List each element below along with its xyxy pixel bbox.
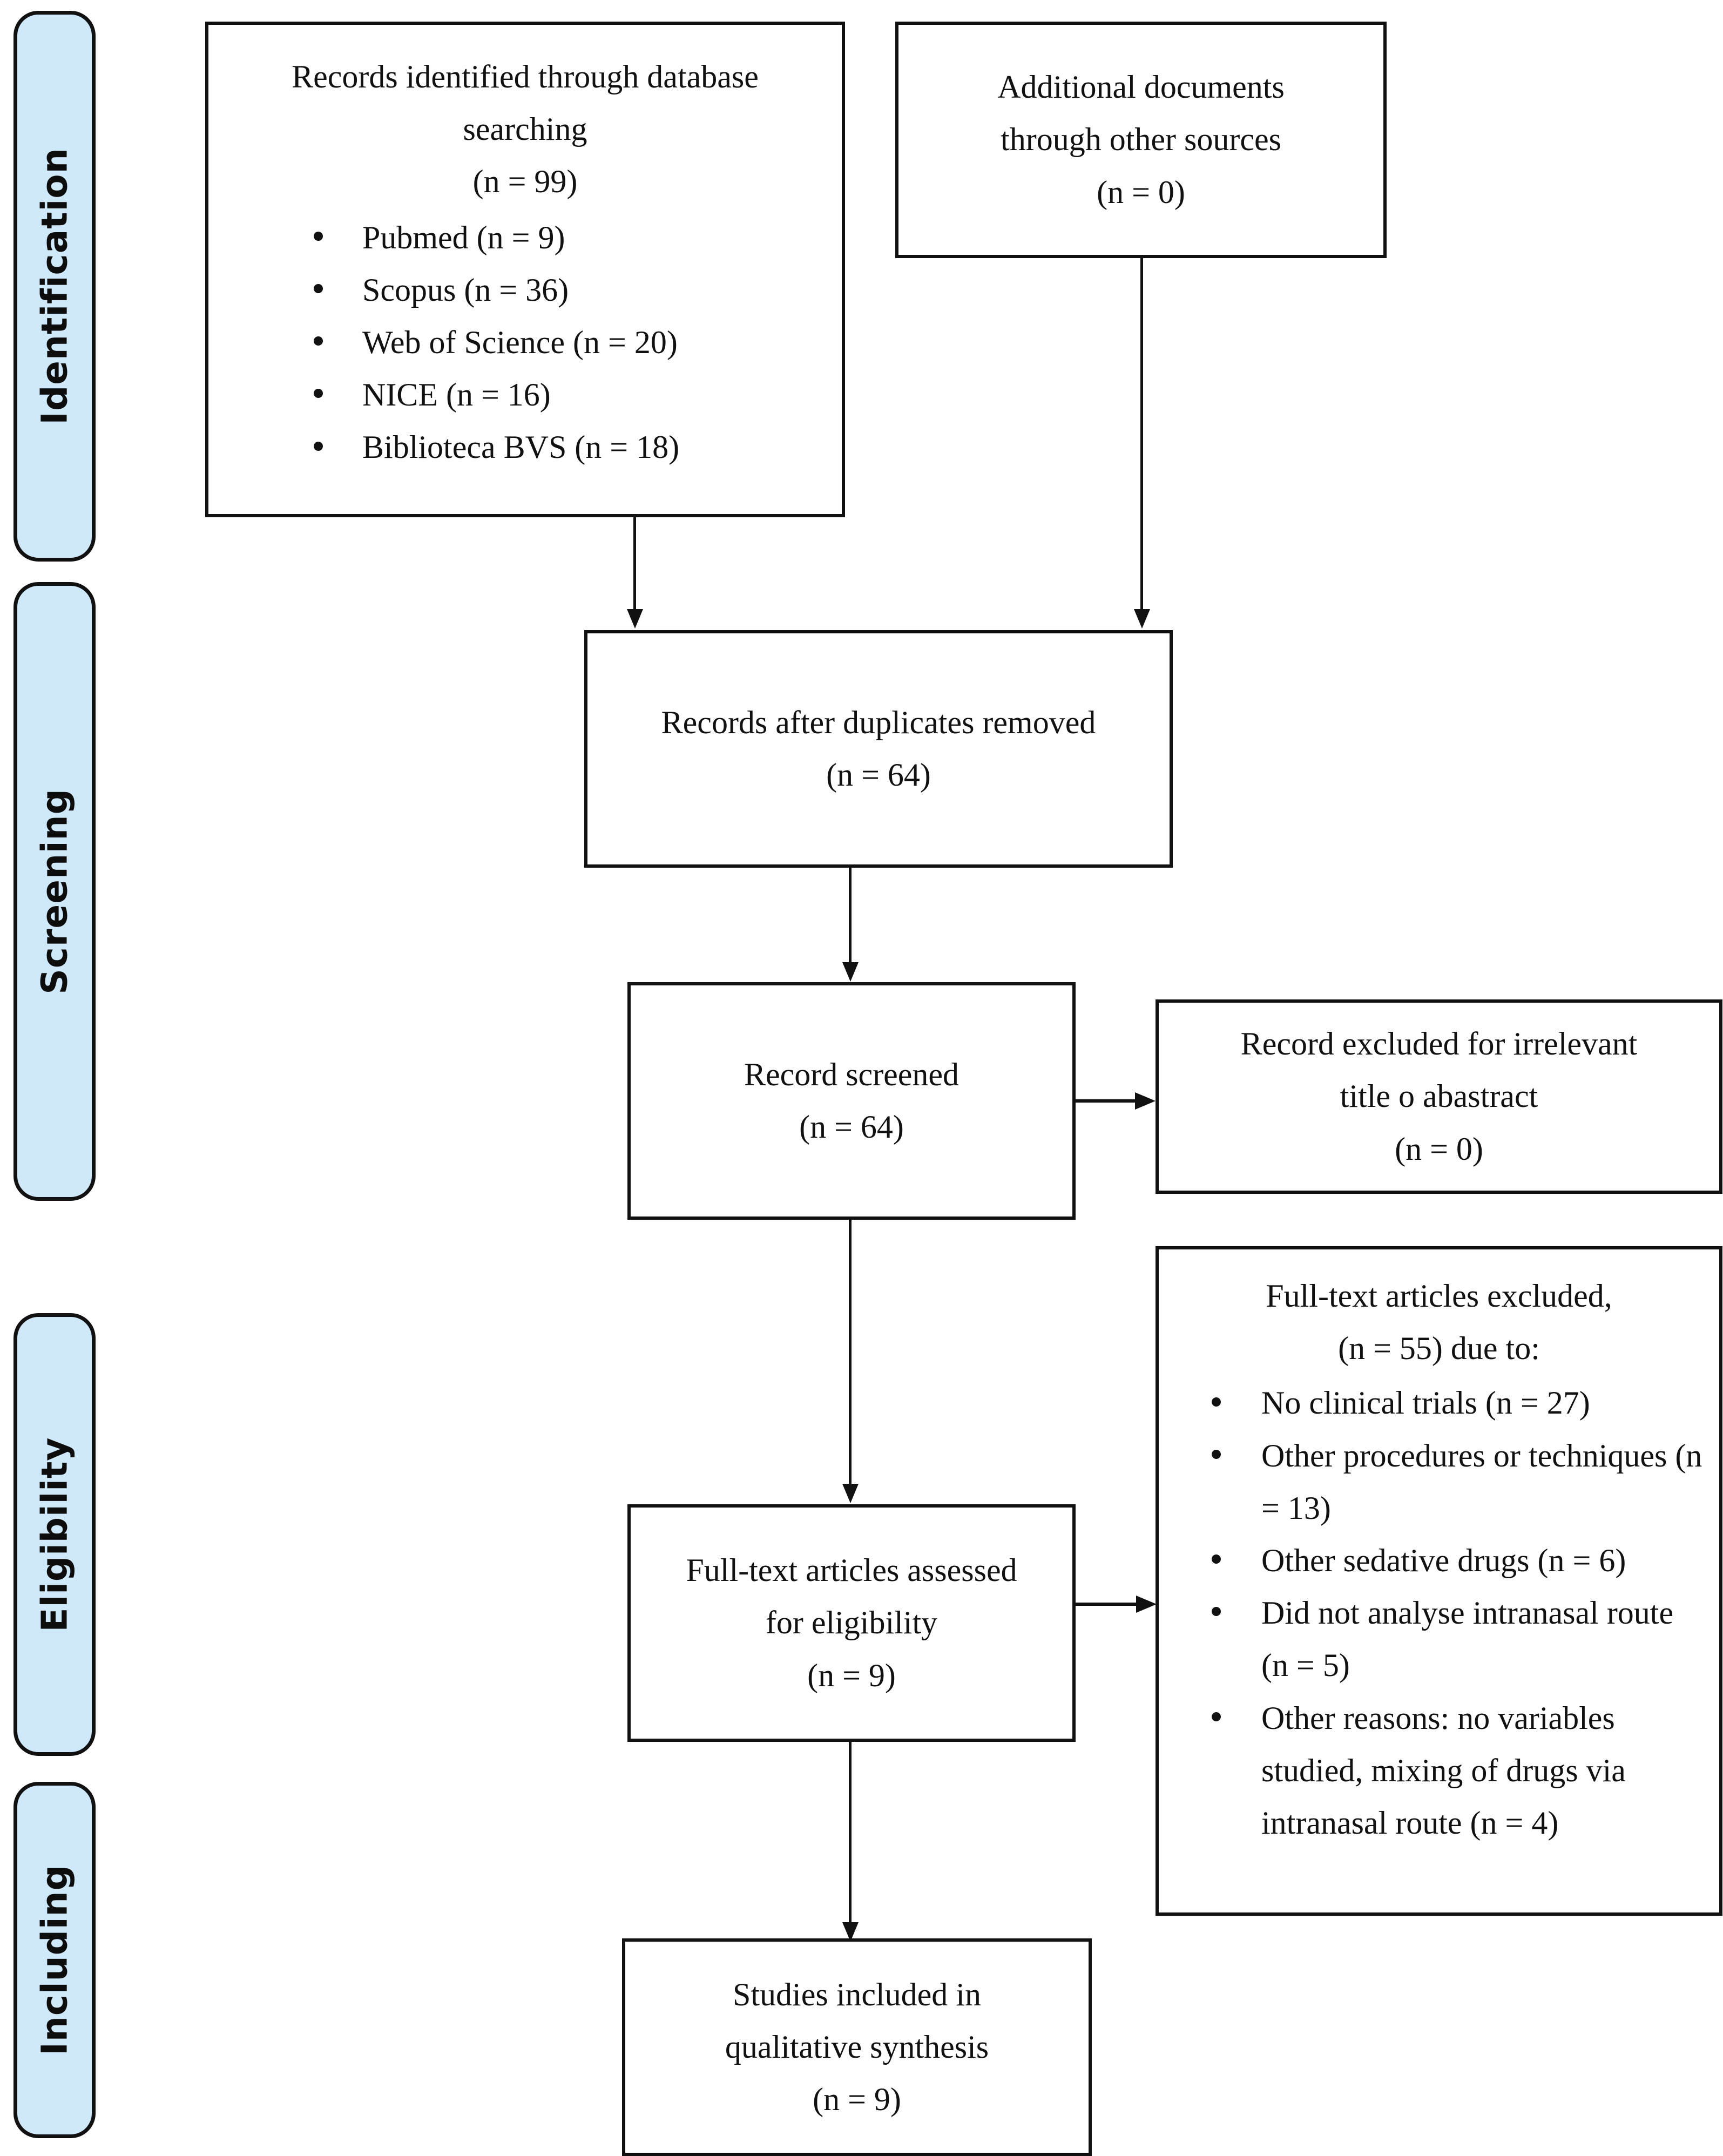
database-source-list: Pubmed (n = 9) Scopus (n = 36) Web of Sc… [314, 212, 842, 474]
box-duplicates-removed-line1: Records after duplicates removed [661, 704, 1096, 740]
box-fulltext-excluded-line1: Full-text articles excluded, [1266, 1278, 1612, 1314]
exclusion-reason-list: No clinical trials (n = 27) Other proced… [1212, 1377, 1704, 1850]
list-item: Web of Science (n = 20) [314, 316, 842, 369]
list-item: No clinical trials (n = 27) [1212, 1377, 1704, 1429]
arrow-screened-to-excluded-icon [1135, 1092, 1156, 1110]
connector-screened-to-fulltext [849, 1219, 852, 1486]
bullet-icon [314, 283, 323, 293]
list-item: Other reasons: no variables studied, mix… [1212, 1692, 1704, 1850]
stage-tab-identification: Identification [13, 11, 96, 562]
bullet-icon [1212, 1449, 1221, 1459]
list-item: Scopus (n = 36) [314, 264, 842, 316]
list-item-label: Web of Science (n = 20) [362, 324, 678, 360]
list-item: Biblioteca BVS (n = 18) [314, 421, 842, 474]
box-fulltext-assessed: Full-text articles assessed for eligibil… [627, 1504, 1076, 1742]
list-item-label: Other sedative drugs (n = 6) [1261, 1542, 1626, 1578]
box-duplicates-removed: Records after duplicates removed (n = 64… [584, 630, 1173, 868]
box-records-screened-line1: Record screened [744, 1056, 960, 1092]
box-duplicates-removed-count: (n = 64) [826, 757, 931, 793]
stage-tab-including-label: Including [33, 1864, 76, 2056]
bullet-icon [314, 336, 323, 346]
stage-tab-including: Including [13, 1782, 96, 2138]
box-records-excluded-line1: Record excluded for irrelevant [1240, 1026, 1638, 1062]
list-item-label: No clinical trials (n = 27) [1261, 1385, 1590, 1421]
connector-fulltext-to-excluded [1076, 1603, 1141, 1606]
box-records-excluded-count: (n = 0) [1395, 1131, 1483, 1167]
box-studies-included-count: (n = 9) [813, 2081, 901, 2118]
box-records-identified-line2: searching [463, 111, 587, 147]
list-item: Other sedative drugs (n = 6) [1212, 1535, 1704, 1587]
list-item: NICE (n = 16) [314, 369, 842, 421]
box-additional-documents-count: (n = 0) [1097, 174, 1185, 210]
box-studies-included-line2: qualitative synthesis [725, 2029, 989, 2065]
bullet-icon [1212, 1397, 1221, 1407]
connector-db-to-duplicates [633, 516, 636, 611]
list-item-label: Did not analyse intranasal route (n = 5) [1261, 1595, 1674, 1684]
list-item: Other procedures or techniques (n = 13) [1212, 1430, 1704, 1535]
list-item-label: Scopus (n = 36) [362, 272, 569, 308]
arrow-duplicates-to-screened-icon [842, 962, 859, 982]
stage-tab-eligibility: Eligibility [13, 1313, 96, 1756]
box-fulltext-assessed-line2: for eligibility [765, 1605, 938, 1641]
box-records-identified-line1: Records identified through database [292, 59, 759, 94]
box-additional-documents: Additional documents through other sourc… [895, 22, 1387, 258]
list-item-label: Other procedures or techniques (n = 13) [1261, 1437, 1702, 1526]
arrow-screened-to-fulltext-icon [842, 1484, 859, 1503]
box-fulltext-excluded-count: (n = 55) due to: [1338, 1330, 1540, 1367]
connector-other-to-duplicates [1140, 258, 1143, 611]
bullet-icon [1212, 1607, 1221, 1617]
arrow-db-to-duplicates-icon [627, 609, 643, 628]
list-item: Pubmed (n = 9) [314, 212, 842, 264]
stage-tab-screening: Screening [13, 582, 96, 1201]
box-additional-documents-line2: through other sources [1001, 121, 1281, 158]
stage-tab-screening-label: Screening [33, 788, 76, 995]
arrow-fulltext-to-excluded-icon [1136, 1596, 1157, 1613]
box-records-screened: Record screened (n = 64) [627, 982, 1076, 1220]
box-records-identified-count: (n = 99) [472, 164, 578, 200]
bullet-icon [314, 441, 323, 451]
list-item: Did not analyse intranasal route (n = 5) [1212, 1587, 1704, 1692]
list-item-label: Pubmed (n = 9) [362, 219, 565, 255]
box-additional-documents-line1: Additional documents [997, 69, 1285, 105]
box-fulltext-assessed-line1: Full-text articles assessed [686, 1552, 1017, 1589]
box-records-identified-database: Records identified through database sear… [205, 22, 845, 517]
bullet-icon [1212, 1555, 1221, 1564]
stage-tab-identification-label: Identification [33, 147, 76, 425]
connector-screened-to-excluded [1076, 1099, 1140, 1103]
list-item-label: Biblioteca BVS (n = 18) [362, 429, 680, 465]
bullet-icon [314, 389, 323, 398]
stage-tab-eligibility-label: Eligibility [33, 1437, 76, 1632]
box-records-screened-count: (n = 64) [799, 1109, 904, 1145]
list-item-label: Other reasons: no variables studied, mix… [1261, 1700, 1626, 1841]
box-records-excluded-line2: title o abastract [1340, 1078, 1538, 1114]
box-fulltext-assessed-count: (n = 9) [807, 1657, 896, 1693]
box-fulltext-excluded: Full-text articles excluded, (n = 55) du… [1156, 1246, 1722, 1916]
connector-fulltext-to-included [849, 1741, 852, 1924]
box-studies-included: Studies included in qualitative synthesi… [622, 1938, 1092, 2156]
arrow-other-to-duplicates-icon [1134, 609, 1150, 628]
connector-duplicates-to-screened [849, 867, 852, 964]
list-item-label: NICE (n = 16) [362, 377, 551, 413]
box-records-excluded: Record excluded for irrelevant title o a… [1156, 999, 1722, 1194]
bullet-icon [1212, 1712, 1221, 1721]
box-studies-included-line1: Studies included in [733, 1976, 981, 2012]
bullet-icon [314, 231, 323, 241]
